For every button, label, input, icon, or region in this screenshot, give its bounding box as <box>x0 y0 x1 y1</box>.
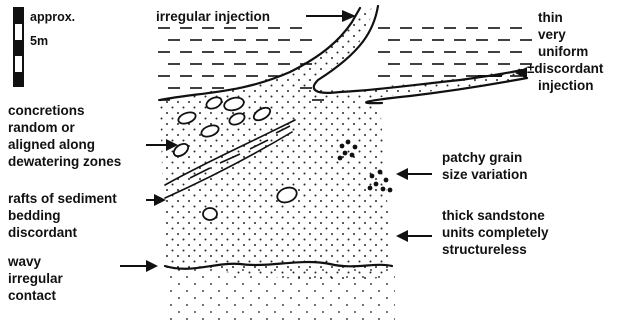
arrow-wavy <box>120 260 158 272</box>
svg-text:random or: random or <box>8 120 76 135</box>
scale-label-5m: 5m <box>30 34 48 48</box>
label-wavy: wavy irregular contact <box>7 254 64 303</box>
scale-bar: approx. 5m <box>14 8 75 86</box>
label-concretions: concretions random or aligned along dewa… <box>8 103 121 169</box>
svg-text:discordant: discordant <box>8 225 78 240</box>
svg-text:structureless: structureless <box>442 242 527 257</box>
svg-text:uniform: uniform <box>538 44 588 59</box>
svg-text:concretions: concretions <box>8 103 85 118</box>
label-thin-injection: thin very uniform ±discordant injection <box>527 10 604 93</box>
svg-text:aligned along: aligned along <box>8 137 95 152</box>
svg-text:bedding: bedding <box>8 208 61 223</box>
lower-sandstone <box>165 268 395 324</box>
arrow-patchy <box>396 168 432 180</box>
svg-text:rafts of sediment: rafts of sediment <box>8 191 117 206</box>
svg-text:irregular: irregular <box>8 271 64 286</box>
svg-text:±discordant: ±discordant <box>527 61 604 76</box>
label-thick: thick sandstone units completely structu… <box>442 208 549 257</box>
svg-text:wavy: wavy <box>7 254 42 269</box>
arrow-thick <box>396 230 432 242</box>
scale-label-approx: approx. <box>30 10 75 24</box>
svg-text:dewatering zones: dewatering zones <box>8 154 121 169</box>
svg-text:units completely: units completely <box>442 225 549 240</box>
svg-text:very: very <box>538 27 566 42</box>
svg-text:thin: thin <box>538 10 563 25</box>
svg-text:size variation: size variation <box>442 167 528 182</box>
arrow-irregular-injection <box>306 10 356 22</box>
label-patchy: patchy grain size variation <box>442 150 528 182</box>
svg-text:thick sandstone: thick sandstone <box>442 208 545 223</box>
label-rafts: rafts of sediment bedding discordant <box>8 191 117 240</box>
svg-text:patchy grain: patchy grain <box>442 150 522 165</box>
svg-text:injection: injection <box>538 78 594 93</box>
label-irregular-injection: irregular injection <box>156 9 270 24</box>
svg-text:contact: contact <box>8 288 57 303</box>
